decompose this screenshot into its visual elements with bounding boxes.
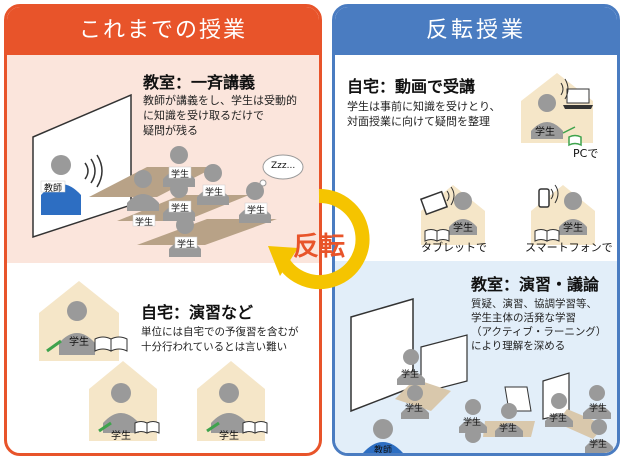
right-classroom-title: 教室：演習・議論 — [471, 275, 600, 294]
left-classroom-title: 教室：一斉講義 — [143, 73, 256, 92]
flip-label: 反転 — [292, 232, 345, 262]
teacher-tag: 教師 — [373, 446, 392, 456]
left-home-desc: 単位には自宅での予復習を含むが 十分行われているとは言い難い — [141, 326, 299, 353]
flip-arrow-ring — [275, 188, 370, 289]
student-tag: 学生 — [204, 188, 223, 198]
student-tag: 学生 — [453, 223, 473, 234]
student-tag: 学生 — [246, 206, 265, 216]
student-tag: 学生 — [170, 204, 189, 214]
student-tag: 学生 — [588, 404, 607, 414]
student-tag: 学生 — [219, 431, 239, 442]
tablet-icon — [419, 190, 449, 216]
right-panel-header: 反転授業 — [335, 7, 617, 55]
left-classroom-desc: 教師が講義をし、学生は受動的 に知識を受け取るだけで 疑問が残る — [143, 94, 297, 137]
sleep-bubble — [262, 154, 304, 180]
teacher-tag: 教師 — [43, 184, 62, 194]
lecture-scene — [32, 93, 304, 257]
flip-arrow — [268, 188, 370, 289]
whiteboard — [32, 93, 132, 239]
home-scene-left — [39, 281, 268, 441]
left-classroom-area: 教室：一斉講義 教師が講義をし、学生は受動的 に知識を受け取るだけで 疑問が残る… — [7, 55, 319, 263]
device-label-tablet: タブレットで — [421, 241, 487, 254]
right-classroom-area: 教室：演習・議論 質疑、演習、協調学習等、 学生主体の活発な学習 （アクティブ・… — [335, 261, 617, 453]
active-learning-scene — [350, 298, 613, 453]
sleep-text: Zzz... — [271, 161, 296, 171]
student-tag: 学生 — [498, 424, 517, 434]
student-tag: 学生 — [462, 418, 481, 428]
student-tag: 学生 — [111, 431, 131, 442]
right-classroom-desc: 質疑、演習、協調学習等、 学生主体の活発な学習 （アクティブ・ラーニング） によ… — [471, 298, 607, 352]
student-tag: 学生 — [400, 370, 419, 380]
left-home-title: 自宅：演習など — [141, 303, 254, 322]
smartphone-icon — [538, 188, 550, 208]
student-tag: 学生 — [176, 240, 195, 250]
device-label-smartphone: スマートフォンで — [525, 241, 613, 254]
student-tag: 学生 — [535, 127, 555, 138]
right-home-desc: 学生は事前に知識を受けとり、 対面授業に向けて疑問を整理 — [347, 100, 501, 128]
student-tag: 学生 — [563, 223, 583, 234]
student-tag: 学生 — [548, 414, 567, 424]
student-tag: 学生 — [69, 337, 89, 348]
left-panel: これまでの授業 — [4, 4, 322, 456]
student-tag: 学生 — [134, 218, 153, 228]
arrow-head-icon — [268, 246, 298, 276]
right-home-title: 自宅：動画で受講 — [347, 77, 476, 96]
student-tag: 学生 — [170, 170, 189, 180]
student-tag: 学生 — [404, 404, 423, 414]
home-scene-right — [419, 73, 595, 245]
right-panel: 反転授業 自宅：動画で受講 学生は事前に知識を受けとり、 対面授業に向けて疑問を… — [332, 4, 620, 456]
student-tag: 学生 — [588, 440, 607, 450]
desk — [395, 379, 451, 411]
desk-row-3 — [137, 219, 277, 245]
device-label-pc: PCで — [573, 147, 599, 160]
left-panel-header: これまでの授業 — [7, 7, 319, 55]
laptop-icon — [566, 88, 590, 104]
